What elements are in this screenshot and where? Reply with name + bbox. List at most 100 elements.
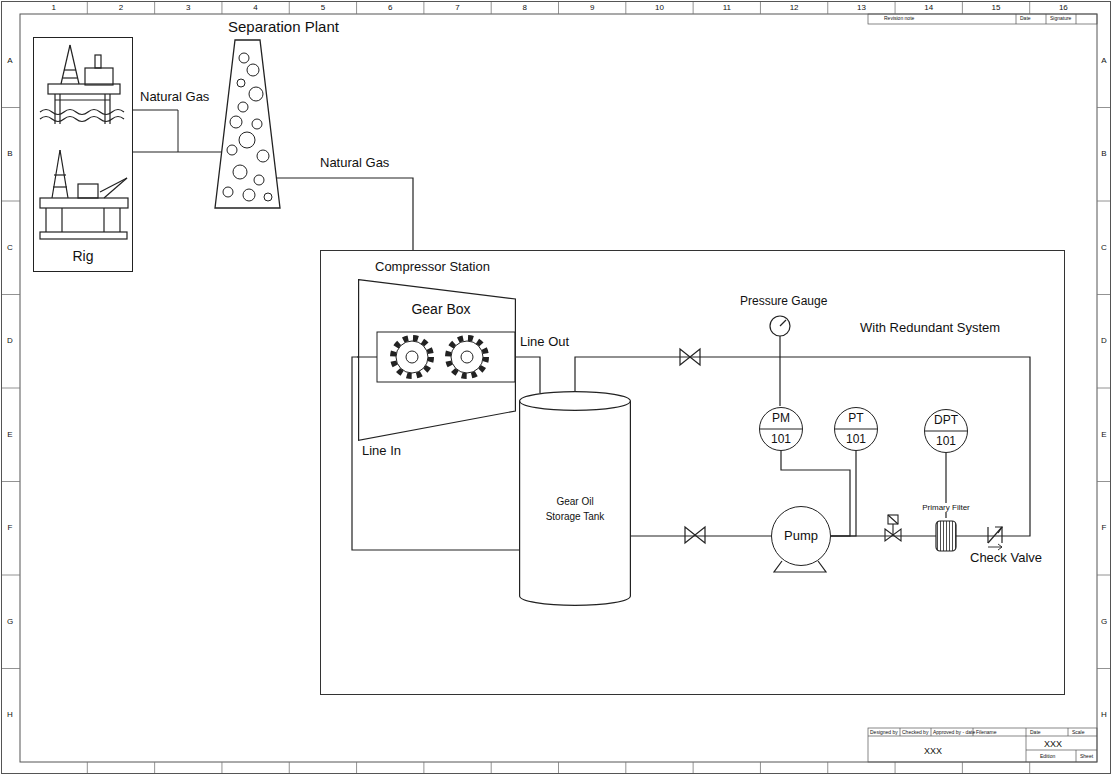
gear xyxy=(396,341,428,373)
instrument-bubble-outline xyxy=(925,431,967,432)
grid-reference: B xyxy=(7,149,12,158)
title-block xyxy=(1076,750,1077,762)
gear xyxy=(406,351,418,363)
storage-tank: Gear Oil Storage Tank xyxy=(519,391,631,606)
grid-reference: 13 xyxy=(857,3,866,12)
title-block xyxy=(900,728,901,736)
title-block xyxy=(1068,728,1069,736)
grid-reference: B xyxy=(1101,149,1106,158)
grid-reference: 1 xyxy=(51,3,55,12)
tag-number: 101 xyxy=(925,431,967,452)
revision-table xyxy=(1016,14,1017,24)
title-block xyxy=(1026,728,1027,762)
grid-tick xyxy=(1097,668,1110,669)
grid-tick xyxy=(289,2,290,14)
grid-reference: 9 xyxy=(590,3,594,12)
grid-tick xyxy=(2,201,20,202)
table-cell: Sheet xyxy=(1080,754,1093,760)
storage-tank-outline xyxy=(520,392,631,411)
node-label: Gear Box xyxy=(366,301,516,317)
separation-tower: Separation Plant xyxy=(215,40,280,208)
instrument-bubble-outline xyxy=(835,429,877,430)
grid-tick xyxy=(760,762,761,773)
separator-bubbles xyxy=(239,132,255,148)
pipe-line xyxy=(352,357,519,550)
grid-reference: 10 xyxy=(655,3,664,12)
grid-tick xyxy=(1097,481,1110,482)
grid-tick xyxy=(221,2,222,14)
check-valve xyxy=(988,527,1002,543)
separation-tower-outline xyxy=(215,40,280,208)
grid-reference: 2 xyxy=(119,3,123,12)
table-cell: Scale xyxy=(1072,730,1085,736)
line-label: Line In xyxy=(362,444,401,459)
grid-tick xyxy=(1097,294,1110,295)
pressure-gauge xyxy=(770,316,790,336)
grid-tick xyxy=(1097,388,1110,389)
table-cell: XXX xyxy=(924,746,942,756)
node-label: DPT xyxy=(925,410,967,431)
grid-tick xyxy=(2,107,20,108)
separator-bubbles xyxy=(254,175,264,185)
grid-reference: H xyxy=(7,710,13,719)
grid-tick xyxy=(1097,107,1110,108)
separator-bubbles xyxy=(238,102,248,112)
gate-valve xyxy=(680,349,705,543)
offshore-platform xyxy=(59,94,60,124)
grid-tick xyxy=(558,762,559,773)
gear-housing xyxy=(377,332,515,382)
offshore-platform xyxy=(54,94,55,124)
table-cell: Signature xyxy=(1050,16,1071,22)
instrument-bubble: DPT101 xyxy=(924,409,968,453)
pipe-line xyxy=(631,535,771,536)
grid-tick xyxy=(625,2,626,14)
grid-tick xyxy=(2,481,20,482)
node-label: PM xyxy=(760,408,802,429)
node-label: Rig xyxy=(72,248,93,264)
grid-reference: 16 xyxy=(1059,3,1068,12)
grid-tick xyxy=(87,2,88,14)
gear xyxy=(393,338,486,376)
grid-tick xyxy=(356,2,357,14)
filter-symbol-outline xyxy=(956,536,959,537)
filter-symbol: Primary Filter xyxy=(933,518,959,554)
check-valve xyxy=(998,544,1002,550)
grid-reference: 11 xyxy=(723,3,731,12)
grid-tick xyxy=(827,2,828,14)
separator-bubbles xyxy=(249,87,263,101)
node-label: Pump xyxy=(784,529,818,544)
separator-bubbles xyxy=(264,193,272,201)
grid-reference: 7 xyxy=(455,3,459,12)
instrument-bubble-outline xyxy=(760,429,802,430)
solenoid-valve xyxy=(888,515,898,524)
separator-bubbles xyxy=(230,116,242,128)
title-block xyxy=(868,728,1097,762)
line-label: Line Out xyxy=(520,335,569,350)
grid-reference: 6 xyxy=(388,3,392,12)
grid-reference: A xyxy=(1101,56,1106,65)
offshore-platform xyxy=(48,84,120,94)
grid-reference: 15 xyxy=(992,3,1001,12)
grid-tick xyxy=(760,2,761,14)
table-cell: Date xyxy=(1020,16,1031,22)
grid-tick xyxy=(289,762,290,773)
check-valve xyxy=(988,527,1002,550)
offshore-platform xyxy=(55,99,110,100)
grid-tick xyxy=(1097,201,1110,202)
bracket-line xyxy=(133,110,178,152)
grid-reference: 4 xyxy=(253,3,257,12)
instrument-bubble: PT101 xyxy=(834,407,878,451)
drilling-rig xyxy=(78,184,98,198)
pressure-gauge xyxy=(780,320,786,326)
grid-tick xyxy=(423,762,424,773)
grid-reference: H xyxy=(1101,710,1107,719)
instrument-label: Check Valve xyxy=(970,551,1042,566)
drilling-rig xyxy=(53,186,67,187)
check-valve xyxy=(987,527,988,543)
grid-tick xyxy=(87,762,88,773)
grid-reference: D xyxy=(1101,336,1107,345)
